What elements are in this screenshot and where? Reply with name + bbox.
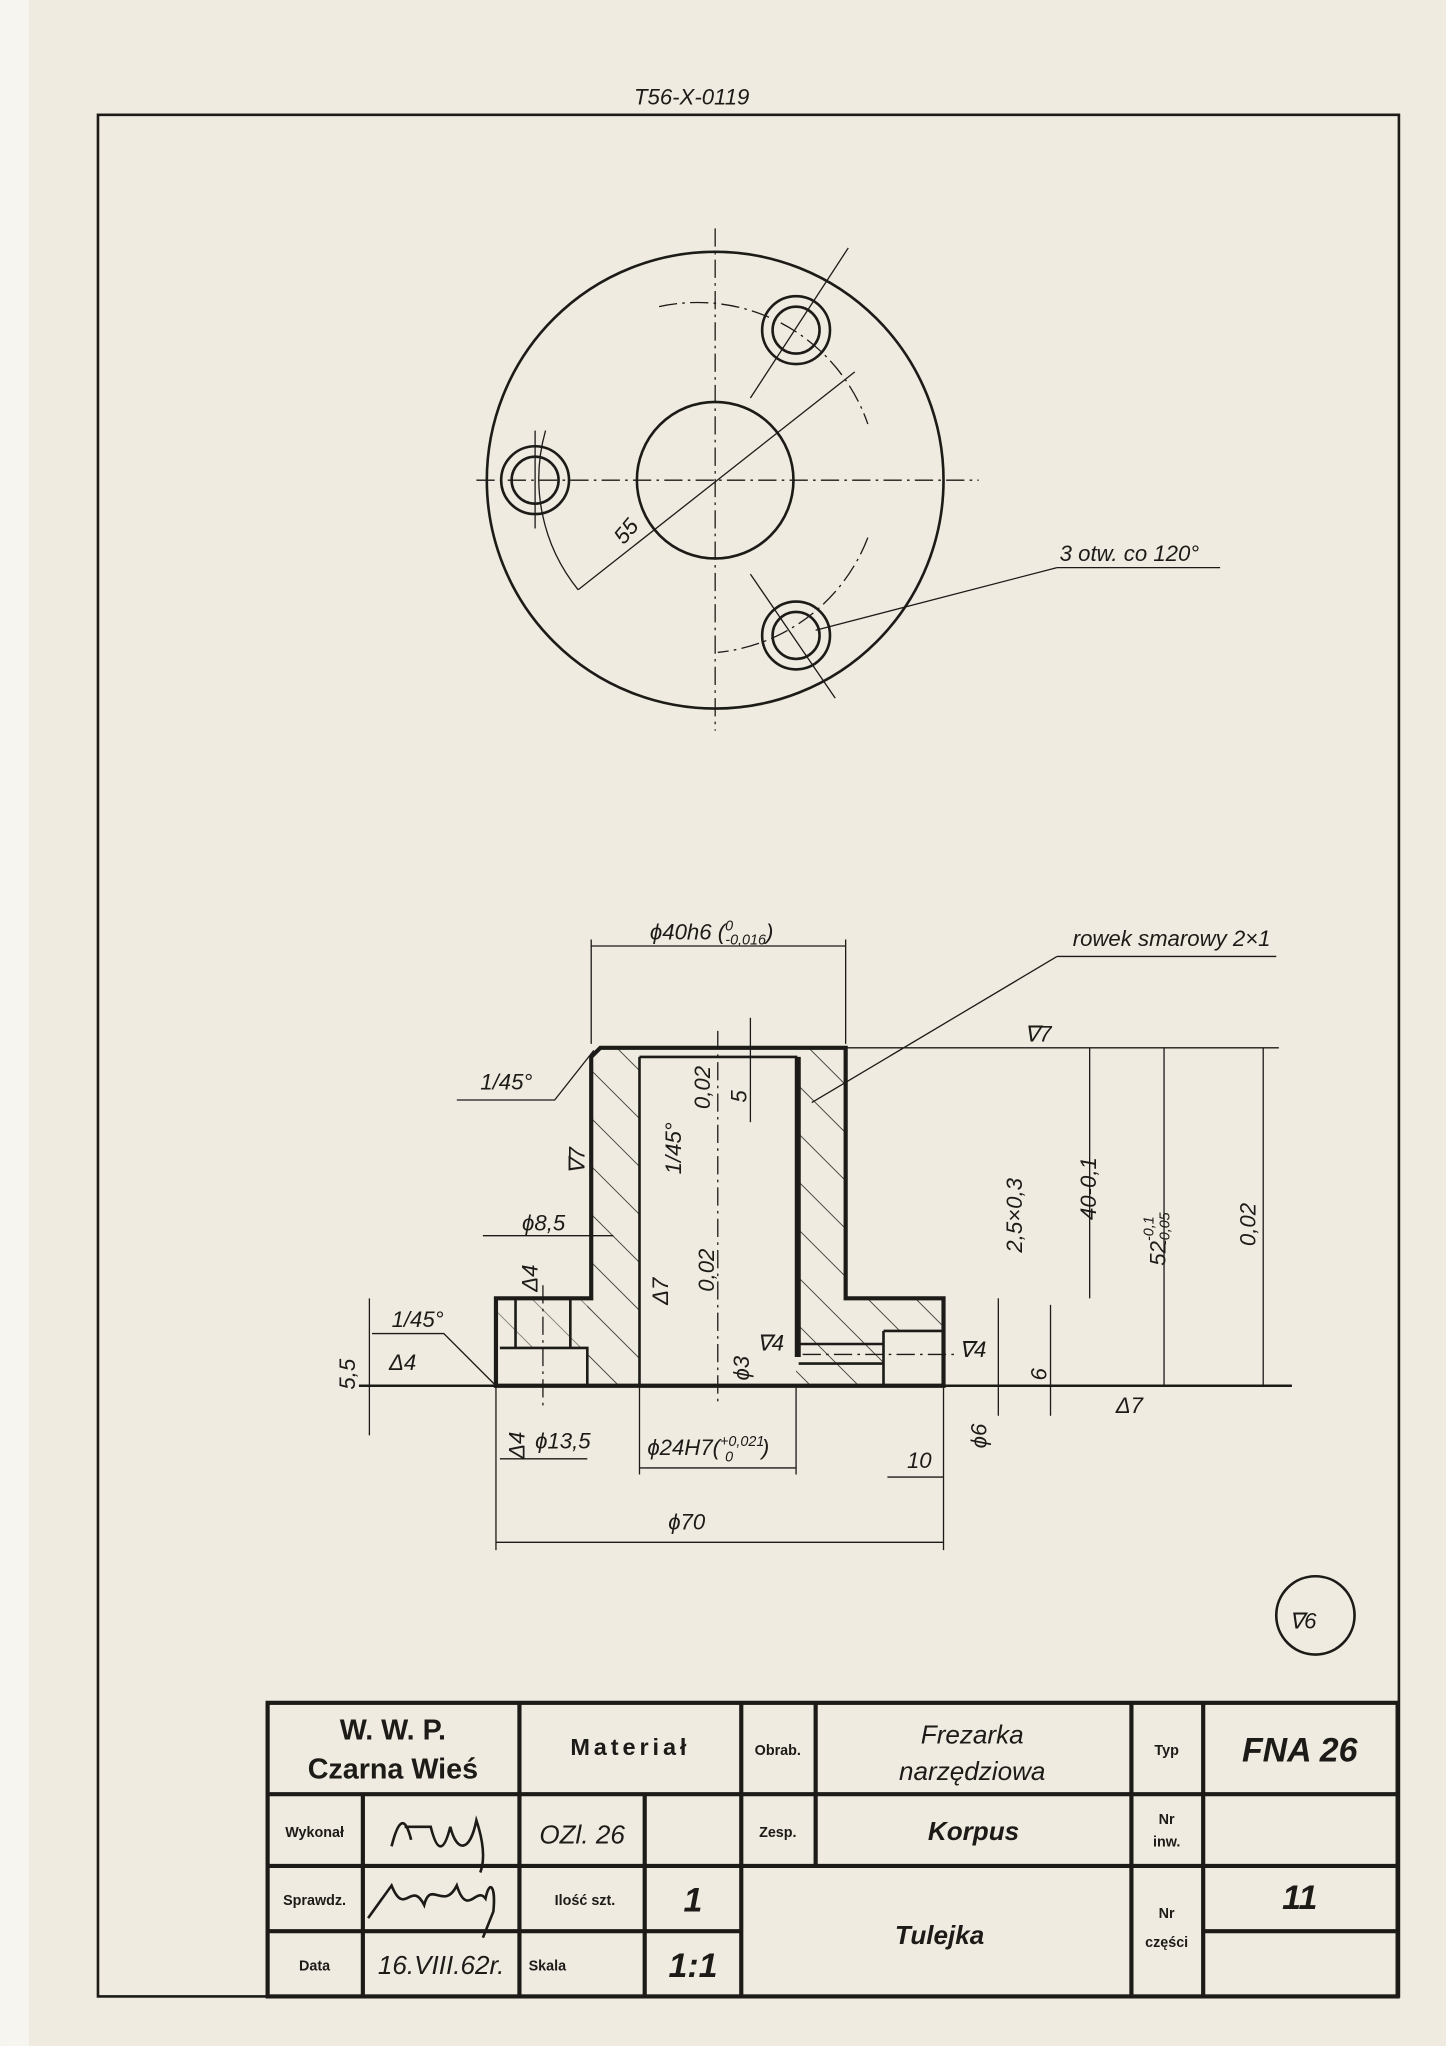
made-by-label: Wykonał [285, 1825, 344, 1841]
radial-dia: ϕ6 [967, 1423, 992, 1448]
date-label: Data [299, 1958, 331, 1974]
qty-label: Ilość szt. [555, 1893, 616, 1909]
finish-pin: ∇4 [757, 1331, 784, 1356]
material-label: Materiał [570, 1734, 690, 1760]
base-finish: Δ7 [1115, 1393, 1145, 1418]
material-value: OZl. 26 [539, 1820, 625, 1850]
cb-dia: ϕ13,5 [535, 1428, 591, 1453]
company-line2: Czarna Wieś [308, 1754, 478, 1786]
part-no-label-1: Nr [1159, 1906, 1175, 1922]
hole-3 [749, 573, 836, 699]
assembly-label: Zesp. [759, 1825, 796, 1841]
outer-diameter: ϕ40h6 (0-0,016) [650, 918, 773, 948]
depth-5-5: 5,5 [335, 1358, 360, 1389]
company-line1: W. W. P. [340, 1714, 446, 1746]
signature-made-by [390, 1815, 485, 1873]
finish-hole: Δ4 [518, 1265, 543, 1293]
machine-line2: narzędziowa [899, 1756, 1045, 1786]
parallel-02: 0,02 [1235, 1203, 1260, 1246]
flange-dia: ϕ70 [668, 1509, 706, 1534]
top-view: 55 3 otw. co 120° [476, 228, 1221, 731]
scale-label: Skala [529, 1958, 568, 1974]
finish-radial: ∇4 [959, 1337, 986, 1362]
chamfer-bore: 1/45° [661, 1122, 686, 1174]
svg-text:∇6: ∇6 [1289, 1608, 1317, 1633]
top-finish: ∇7 [1024, 1021, 1053, 1046]
paper-edge [0, 0, 29, 2046]
general-finish-symbol: ∇6 [1274, 1574, 1356, 1656]
type-label: Typ [1154, 1743, 1179, 1759]
radial-depth: 10 [907, 1448, 932, 1473]
type-value: FNA 26 [1242, 1732, 1359, 1770]
hole-dia-small: ϕ8,5 [522, 1210, 566, 1235]
groove-note: rowek smarowy 2×1 [1073, 926, 1271, 951]
chamfer-flange: 1/45° [392, 1307, 444, 1332]
obrab-label: Obrab. [755, 1743, 801, 1759]
pin-hole: ϕ3 [729, 1355, 754, 1380]
groove-dim: 2,5×0,3 [1002, 1177, 1027, 1253]
chamfer-top: 1/45° [480, 1070, 532, 1095]
date-value: 16.VIII.62r. [378, 1950, 505, 1980]
scale-value: 1:1 [668, 1947, 717, 1985]
hole-2 [499, 430, 571, 529]
section-view: ϕ40h6 (0-0,016) rowek smarowy 2×1 ∇7 1/4… [335, 918, 1292, 1551]
height-52: 52-0,1-0,05 [1142, 1211, 1174, 1265]
qty-value: 1 [684, 1882, 703, 1920]
signature-checked [367, 1882, 496, 1939]
height-40: 40-0,1 [1076, 1157, 1101, 1220]
depth-5: 5 [726, 1090, 751, 1103]
finish-bore: Δ7 [648, 1276, 673, 1306]
radial-6: 6 [1027, 1368, 1052, 1381]
hole-1 [749, 247, 849, 399]
inv-label-1: Nr [1159, 1812, 1175, 1828]
runout-bore: 0,02 [694, 1249, 719, 1292]
finish-cb2: Δ4 [505, 1432, 530, 1460]
finish-cb: Δ4 [388, 1350, 416, 1375]
checked-label: Sprawdz. [283, 1893, 346, 1909]
finish-outer: ∇7 [565, 1146, 590, 1175]
part-no-label-2: części [1145, 1935, 1188, 1951]
runout-top: 0,02 [690, 1066, 715, 1109]
holes-note: 3 otw. co 120° [1060, 541, 1200, 566]
title-block: W. W. P. Czarna Wieś Materiał Obrab. Fre… [265, 1700, 1400, 1999]
drawing-number: T56-X-0119 [634, 84, 749, 109]
part-name: Tulejka [895, 1920, 984, 1950]
part-no-value: 11 [1282, 1879, 1317, 1917]
inv-label-2: inw. [1153, 1834, 1180, 1850]
machine-line1: Frezarka [921, 1719, 1024, 1749]
assembly-value: Korpus [928, 1816, 1019, 1846]
